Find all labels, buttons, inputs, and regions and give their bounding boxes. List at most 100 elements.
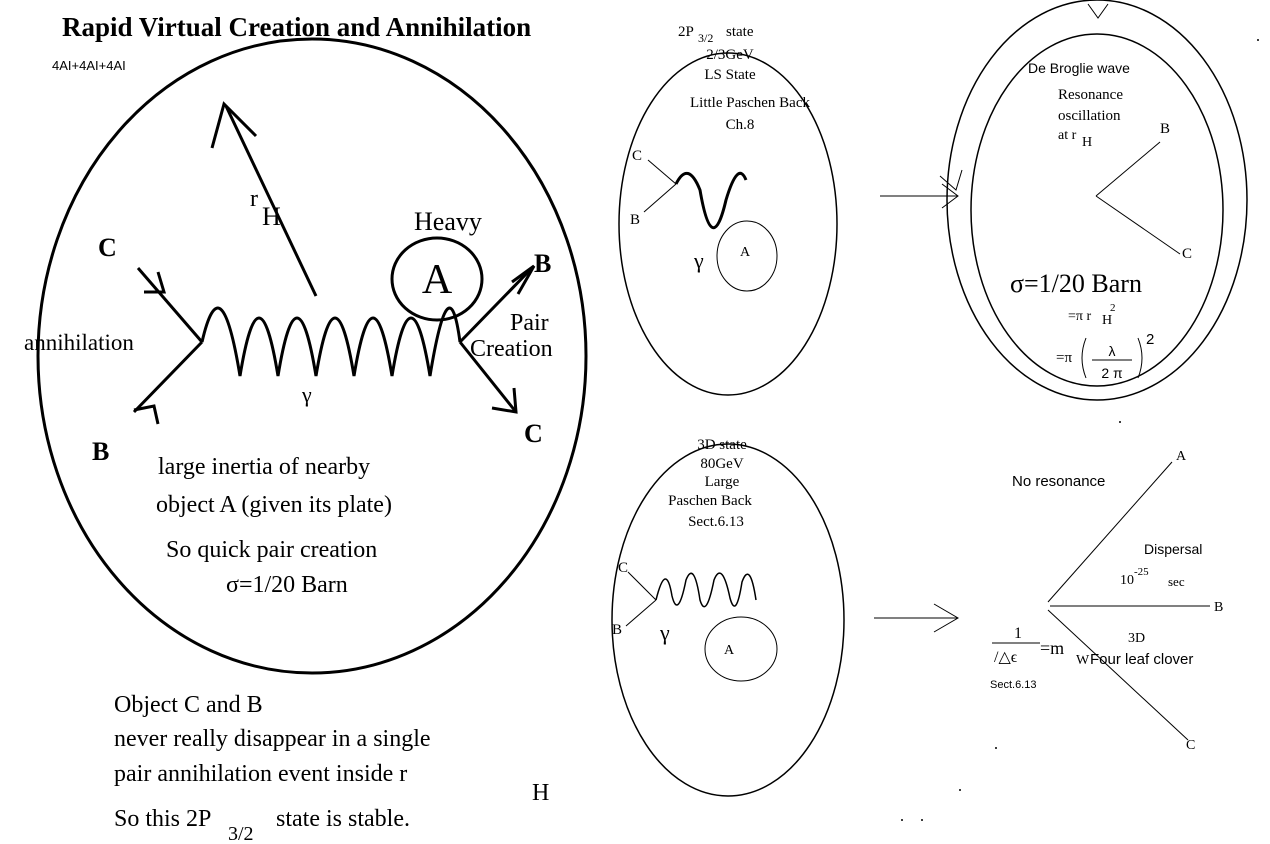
bm-object-a-circle (704, 616, 778, 682)
tm-energy: 2/3GeV (706, 47, 754, 63)
left-formula: 4AI+4AI+4AI (52, 58, 126, 73)
tm-state-suffix: state (726, 24, 754, 40)
tm-object-a: A (740, 245, 751, 260)
br-line-a (1047, 461, 1173, 603)
tm-ls-state: LS State (704, 67, 756, 83)
tr-top-arrow (1087, 3, 1109, 19)
label-c-right: C (524, 419, 543, 448)
tm-paschen: Little Paschen Back (690, 95, 810, 111)
br-no-resonance: No resonance (1012, 473, 1105, 490)
arrow-b-out (511, 264, 536, 295)
br-time-unit: sec (1168, 574, 1185, 589)
stray-dot (995, 747, 997, 749)
footer-line-5: state is stable. (276, 806, 410, 832)
tr-eq2: =π (1056, 350, 1072, 366)
left-ellipse (36, 37, 588, 675)
bm-label-c: C (618, 560, 628, 576)
inner-text-4: σ=1/20 Barn (226, 572, 348, 598)
line-c-in (136, 267, 204, 343)
bm-large: Large (705, 474, 740, 490)
pair-label: Pair (510, 310, 549, 336)
br-label-c: C (1186, 738, 1195, 753)
tr-line-b (1095, 141, 1161, 197)
tr-eq2-sup: 2 (1146, 331, 1154, 348)
tr-eq2-num: λ (1109, 343, 1116, 359)
line-b-in (132, 340, 204, 414)
tm-line-c (647, 159, 677, 185)
br-label-a: A (1176, 449, 1187, 464)
bottom-arrow-head (933, 603, 959, 633)
label-b-right: B (534, 249, 551, 278)
bottom-right-panel: No resonance A Dispersal 10 -25 sec B C … (901, 39, 1259, 821)
bm-object-a: A (724, 643, 735, 658)
tm-gamma: γ (693, 248, 704, 273)
tr-oscillation: oscillation (1058, 108, 1121, 124)
tr-resonance: Resonance (1058, 87, 1123, 103)
tm-line-b (643, 183, 677, 213)
tm-label-c: C (632, 148, 642, 164)
left-title: Rapid Virtual Creation and Annihilation (62, 12, 531, 42)
bm-ellipse (611, 443, 845, 797)
bm-photon-wave (655, 572, 757, 608)
footer-sub-h: H (532, 780, 549, 806)
creation-label: Creation (470, 336, 553, 362)
br-label-b: B (1214, 600, 1223, 615)
bm-paschen: Paschen Back (668, 493, 752, 509)
br-dispersal: Dispersal (1144, 541, 1202, 557)
stray-dot (1257, 39, 1259, 41)
bm-energy: 80GeV (700, 456, 743, 472)
object-a-circle (390, 236, 484, 322)
tr-label-c: C (1182, 246, 1192, 262)
tr-eq2-paren-left (1081, 337, 1087, 379)
footer-sub-32: 3/2 (228, 823, 254, 844)
footer-line-2: never really disappear in a single (114, 726, 431, 752)
inner-text-2: object A (given its plate) (156, 492, 392, 518)
tr-label-b: B (1160, 121, 1170, 137)
line-b-out (458, 266, 534, 344)
tr-eq2-paren-right (1137, 337, 1143, 379)
br-frac-den: /△ϵ (994, 649, 1018, 666)
bm-state: 3D state (697, 437, 747, 453)
footer-line-3: pair annihilation event inside r (114, 761, 407, 787)
line-c-out (458, 341, 518, 413)
arrow-c-out (491, 387, 518, 414)
tr-sigma: σ=1/20 Barn (1010, 269, 1142, 298)
br-eq-sub: W (1076, 653, 1090, 668)
tm-photon-wave (674, 171, 748, 229)
gamma-left: γ (301, 382, 312, 407)
annihilation-label: annihilation (24, 330, 134, 355)
top-right-panel: De Broglie wave Resonance oscillation at… (939, 0, 1248, 401)
arrow-c-in (144, 271, 167, 294)
bm-line-c (627, 571, 657, 601)
bm-label-b: B (612, 622, 622, 638)
footer-line-4: So this 2P (114, 806, 211, 832)
left-panel: Rapid Virtual Creation and Annihilation … (24, 12, 588, 844)
br-line-c (1047, 609, 1189, 741)
r-label: r (250, 186, 258, 212)
r-arrow-head (210, 101, 258, 149)
bottom-arrow (874, 603, 959, 633)
tm-label-b: B (630, 212, 640, 228)
stray-dot (959, 789, 961, 791)
inner-text-3: So quick pair creation (166, 537, 377, 563)
tr-left-arrow (939, 169, 963, 191)
tr-eq1-sub: H (1102, 313, 1112, 328)
br-clover: Four leaf clover (1090, 651, 1193, 668)
bm-line-b (625, 599, 657, 627)
tr-eq1: =π r (1068, 309, 1091, 324)
tr-at-r-sub: H (1082, 135, 1092, 150)
tr-eq1-sup: 2 (1110, 302, 1116, 314)
tm-state-prefix: 2P (678, 24, 694, 40)
label-c-left: C (98, 233, 117, 262)
photon-wave (200, 306, 462, 377)
tr-de-broglie: De Broglie wave (1028, 60, 1130, 76)
r-subscript: H (262, 202, 281, 231)
br-3d: 3D (1128, 631, 1145, 646)
bottom-middle-panel: 3D state 80GeV Large Paschen Back Sect.6… (611, 437, 845, 797)
arrow-b-in (133, 404, 160, 425)
br-frac-num: 1 (1014, 625, 1022, 642)
stray-dot (921, 819, 923, 821)
object-a-label: A (422, 257, 453, 303)
br-time-exp: -25 (1134, 566, 1149, 578)
